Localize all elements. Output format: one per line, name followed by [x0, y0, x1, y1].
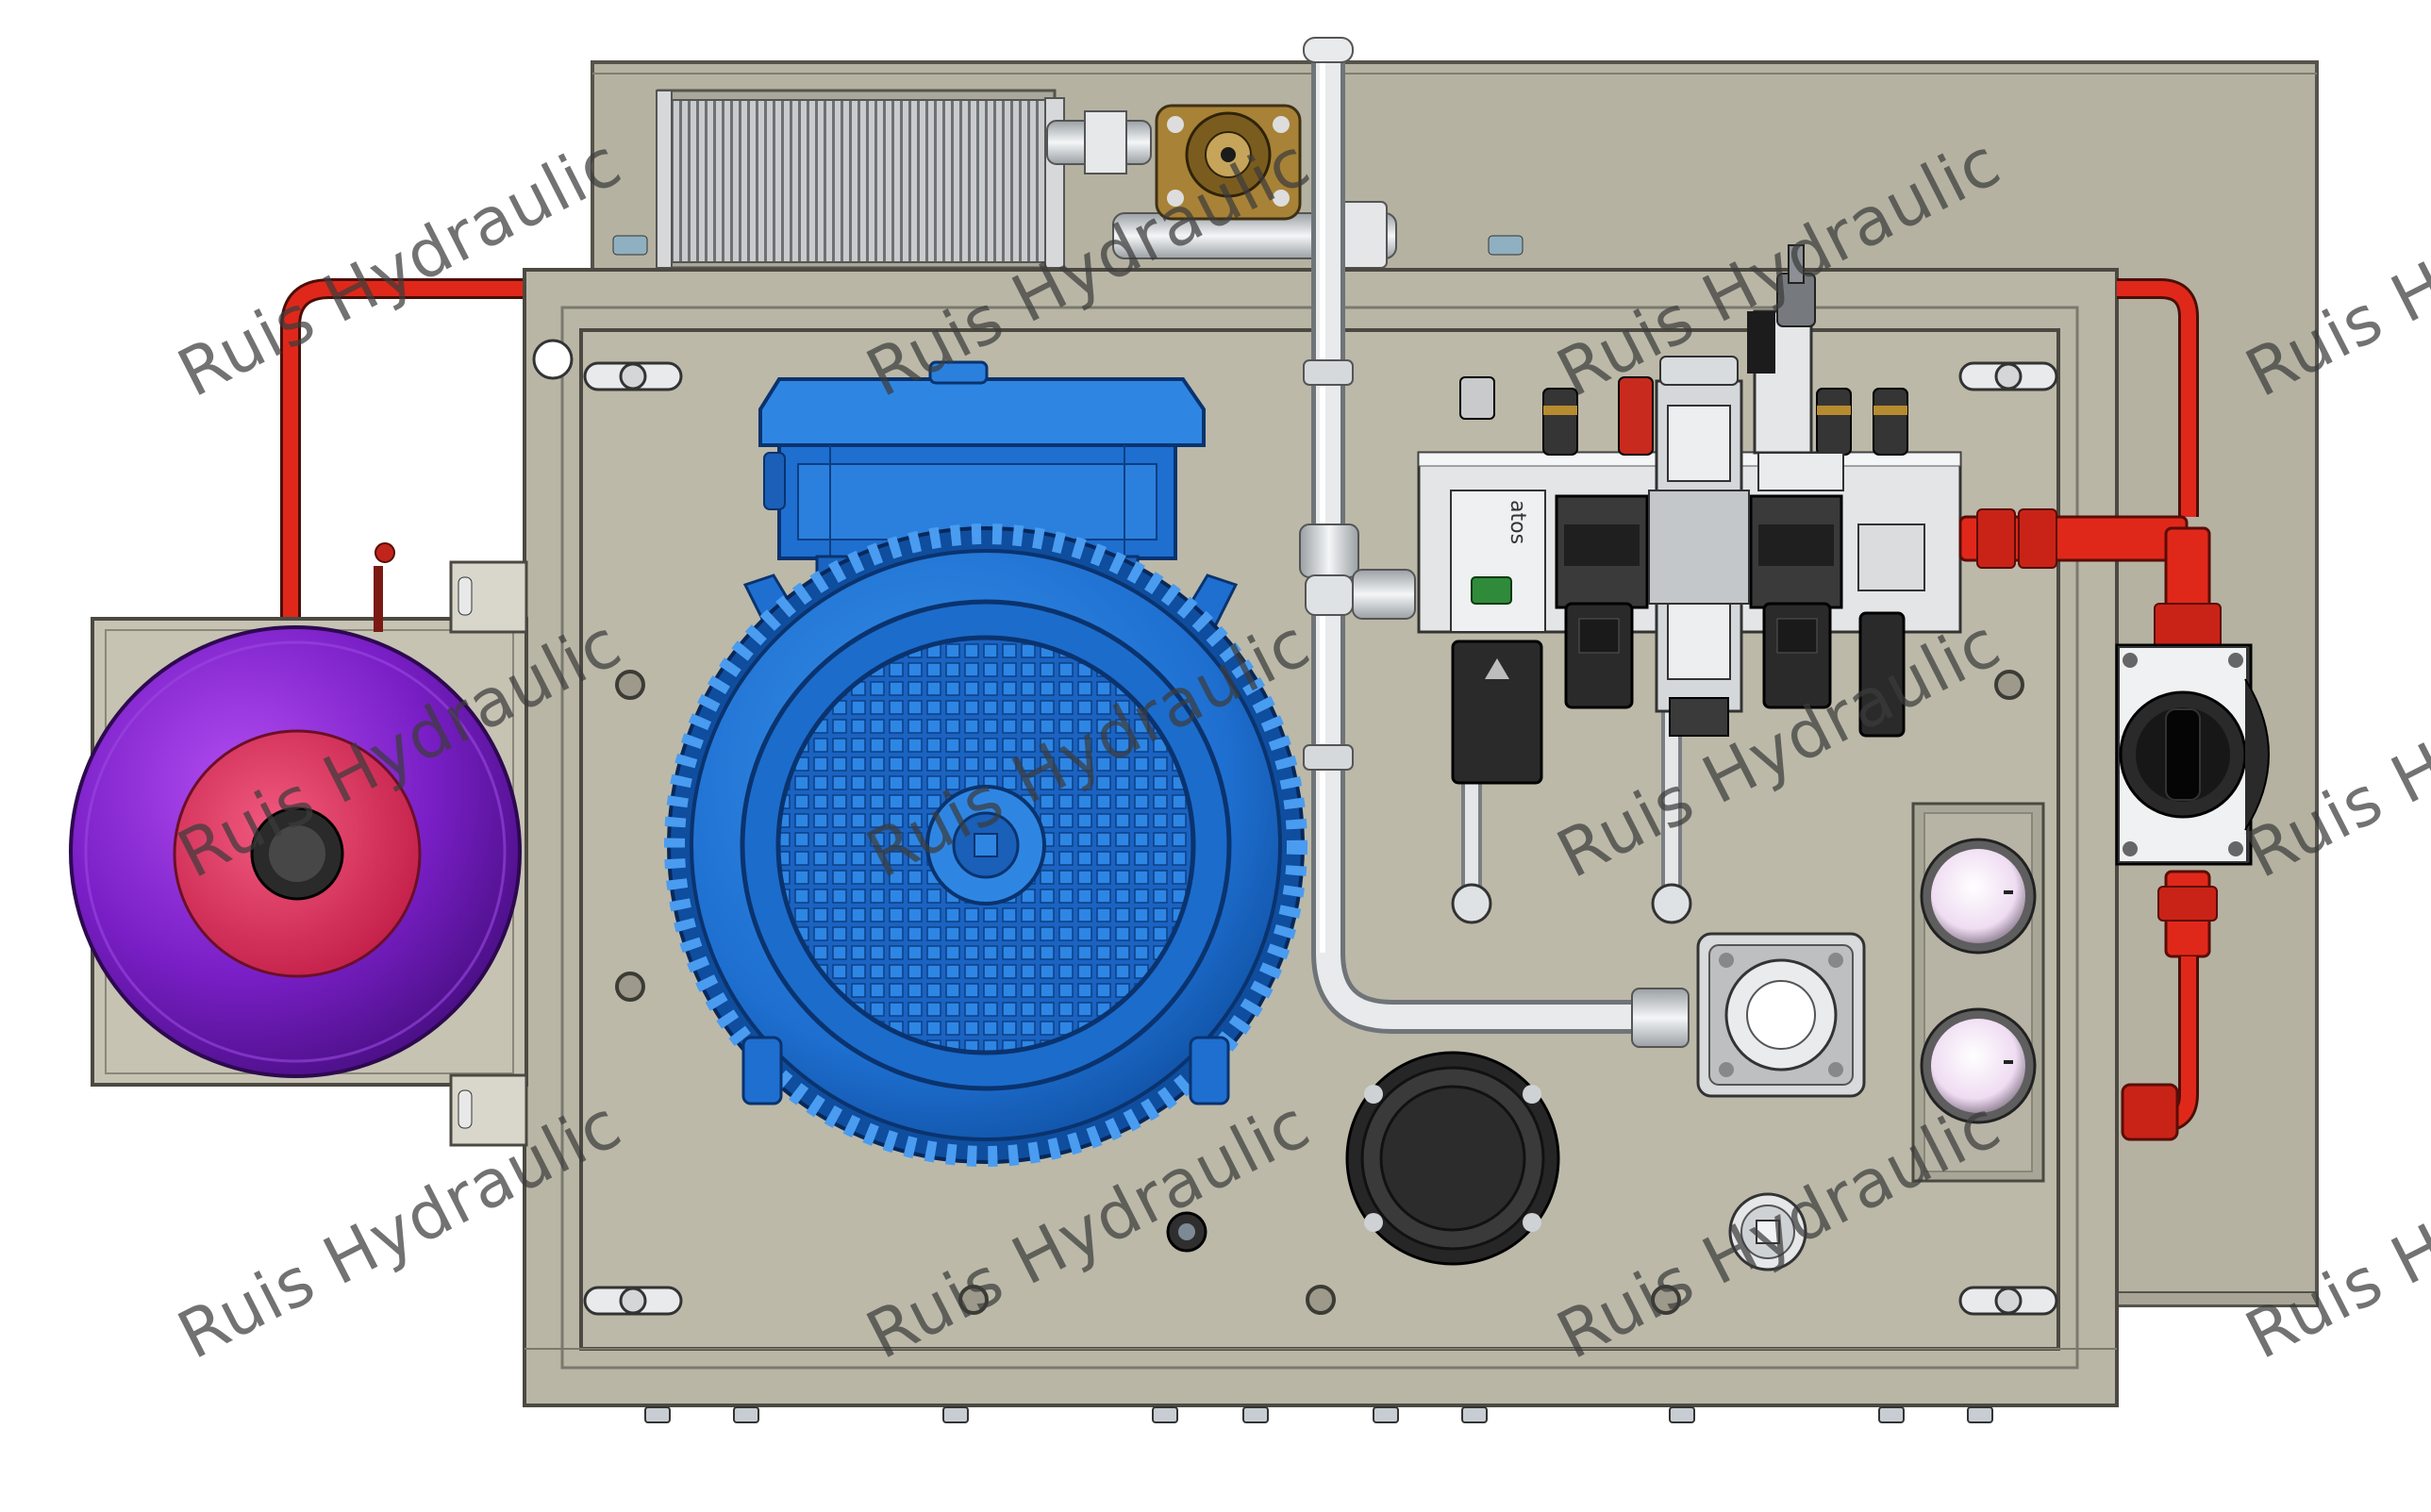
isolator-switch	[2115, 643, 2270, 866]
oil-cooler	[656, 89, 1065, 270]
return-filter	[1696, 932, 1866, 1098]
level-gauges	[1911, 802, 2045, 1183]
drain-plug	[1728, 1192, 1807, 1271]
pressure-pipe	[1299, 37, 1690, 1048]
filler-breather	[1345, 1051, 1560, 1266]
accumulator	[69, 542, 528, 1147]
bottom-bolts	[644, 1406, 1993, 1423]
valve-brand-label: atos	[1506, 500, 1529, 544]
valve-manifold: atos	[1417, 244, 1962, 924]
electric-motor	[664, 360, 1307, 1167]
lifting-lugs	[583, 361, 2058, 1316]
brass-solenoid-valve	[1155, 104, 1302, 221]
red-hose-right	[1958, 278, 2222, 1141]
